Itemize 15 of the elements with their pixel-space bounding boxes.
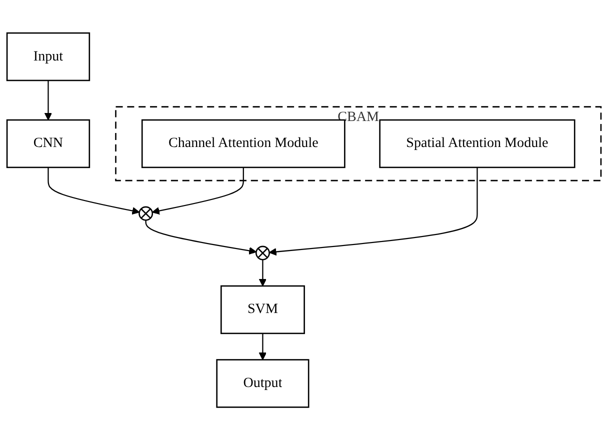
process-box: Input [6,32,90,81]
arrow [152,167,244,214]
arrow [258,333,267,360]
multiply-circle [138,206,154,221]
process-box: CNN [6,119,90,168]
multiply-circle [255,246,270,260]
process-box: Channel Attention Module [141,119,346,168]
process-box: Spatial Attention Module [379,119,576,168]
arrow [44,80,52,120]
arrow [145,220,257,254]
process-box: Output [216,359,310,408]
arrow [258,260,267,286]
arrow [268,167,478,256]
process-box: SVM [220,285,305,334]
arrow [48,167,140,214]
